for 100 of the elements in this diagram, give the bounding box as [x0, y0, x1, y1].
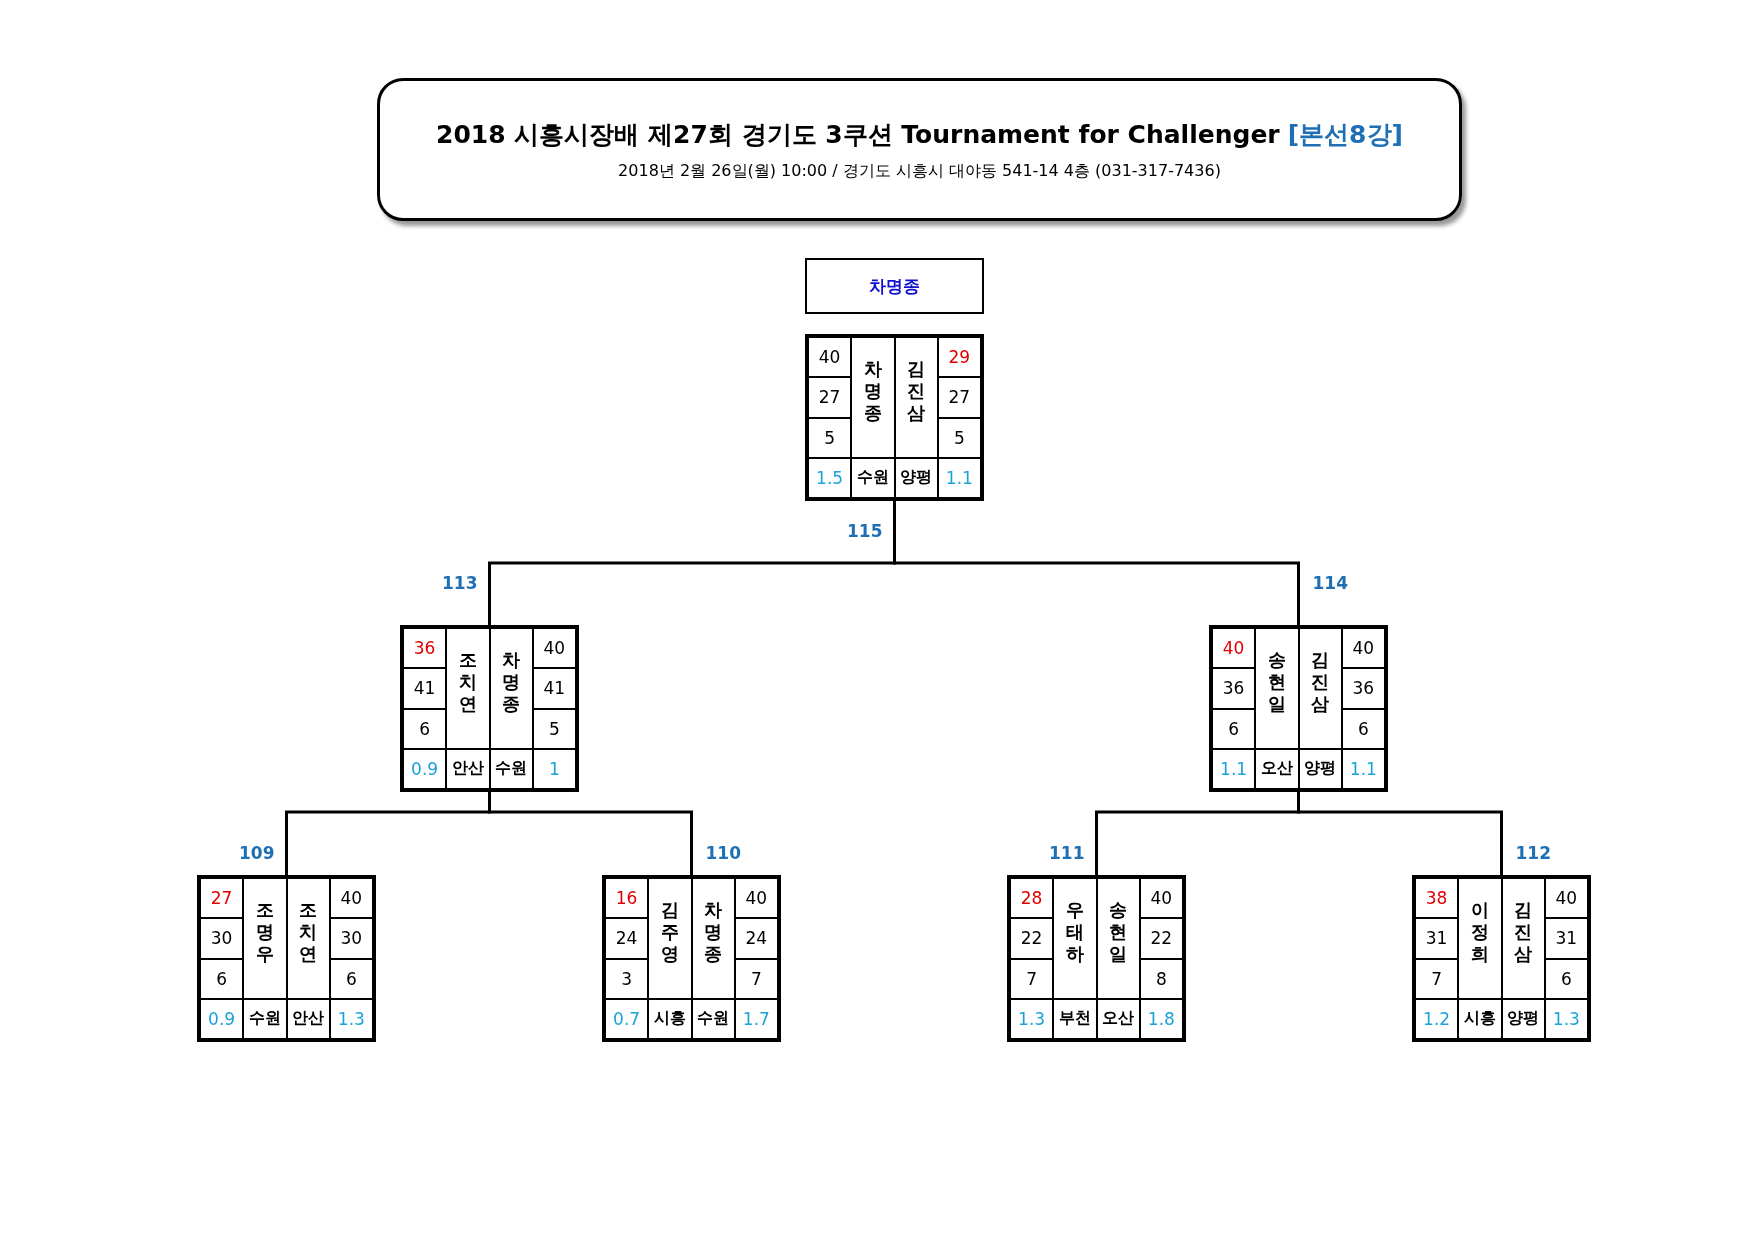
match-number: 115: [847, 521, 883, 541]
average-cell: 1.1: [1341, 748, 1385, 789]
score-cell: 6: [1544, 958, 1588, 999]
city-cell: 수원: [851, 457, 895, 498]
subtitle-text: 2018년 2월 26일(월) 10:00 / 경기도 시흥시 대야동 541-14 4층 (031-317-7436): [618, 160, 1221, 182]
average-cell: 1.8: [1139, 998, 1183, 1039]
city-cell: 오산: [1255, 748, 1299, 789]
match-table: [197, 875, 376, 1042]
score-cell: 6: [1341, 708, 1385, 749]
score-cell: 40: [532, 628, 576, 669]
city-cell: 수원: [489, 748, 533, 789]
score-cell: 31: [1544, 918, 1588, 959]
score-cell: 6: [1212, 708, 1256, 749]
city-cell: 부천: [1053, 998, 1097, 1039]
score-cell: 5: [937, 417, 981, 458]
player-name: 조치연: [457, 649, 478, 715]
winner-box: [805, 258, 984, 314]
score-cell: 8: [1139, 958, 1183, 999]
score-cell: 38: [1415, 878, 1459, 919]
city-cell: 수원: [243, 998, 287, 1039]
bracket-line: [1297, 792, 1503, 875]
score-cell: 30: [200, 918, 244, 959]
score-cell: 36: [403, 628, 447, 669]
player-name: 조명우: [254, 899, 275, 965]
score-cell: 27: [937, 377, 981, 418]
score-cell: 5: [532, 708, 576, 749]
average-cell: 1: [532, 748, 576, 789]
city-cell: 양평: [894, 457, 938, 498]
score-cell: 31: [1415, 918, 1459, 959]
score-cell: 27: [200, 878, 244, 919]
score-cell: 40: [1341, 628, 1385, 669]
city-cell: 오산: [1096, 998, 1140, 1039]
match-number: 110: [705, 843, 741, 863]
city-cell: 시흥: [648, 998, 692, 1039]
match-number: 113: [442, 573, 478, 593]
player-name: 김주영: [659, 899, 680, 965]
winner-name: 차명종: [869, 274, 920, 298]
match-number: 114: [1312, 573, 1348, 593]
score-cell: 40: [734, 878, 778, 919]
score-cell: 16: [605, 878, 649, 919]
city-cell: 안산: [286, 998, 330, 1039]
player-name: 차명종: [501, 649, 522, 715]
score-cell: 36: [1212, 668, 1256, 709]
score-cell: 41: [532, 668, 576, 709]
title-box: [377, 78, 1462, 221]
score-cell: 24: [605, 918, 649, 959]
score-cell: 6: [329, 958, 373, 999]
score-cell: 40: [808, 337, 852, 378]
match-table: [1412, 875, 1591, 1042]
match-table: [805, 334, 984, 501]
match-table: [1209, 625, 1388, 792]
score-cell: 40: [1139, 878, 1183, 919]
match-table: [602, 875, 781, 1042]
score-cell: 29: [937, 337, 981, 378]
city-cell: 양평: [1501, 998, 1545, 1039]
city-cell: 수원: [691, 998, 735, 1039]
average-cell: 1.3: [329, 998, 373, 1039]
score-cell: 22: [1139, 918, 1183, 959]
average-cell: 1.1: [937, 457, 981, 498]
city-cell: 안산: [446, 748, 490, 789]
round-label: [본선8강]: [1287, 119, 1403, 149]
average-cell: 1.1: [1212, 748, 1256, 789]
player-name: 김진삼: [906, 358, 927, 424]
average-cell: 1.2: [1415, 998, 1459, 1039]
player-name: 김진삼: [1310, 649, 1331, 715]
player-name: 송현일: [1108, 899, 1129, 965]
player-name: 차명종: [862, 358, 883, 424]
score-cell: 3: [605, 958, 649, 999]
average-cell: 0.7: [605, 998, 649, 1039]
score-cell: 7: [1010, 958, 1054, 999]
player-name: 김진삼: [1513, 899, 1534, 965]
score-cell: 24: [734, 918, 778, 959]
match-table: [1007, 875, 1186, 1042]
average-cell: 1.3: [1010, 998, 1054, 1039]
score-cell: 5: [808, 417, 852, 458]
player-name: 우태하: [1064, 899, 1085, 965]
score-cell: 28: [1010, 878, 1054, 919]
average-cell: 1.5: [808, 457, 852, 498]
bracket-line: [488, 792, 693, 875]
score-cell: 7: [734, 958, 778, 999]
player-name: 차명종: [703, 899, 724, 965]
score-cell: 22: [1010, 918, 1054, 959]
average-cell: 0.9: [403, 748, 447, 789]
city-cell: 시흥: [1458, 998, 1502, 1039]
score-cell: 40: [1212, 628, 1256, 669]
score-cell: 40: [1544, 878, 1588, 919]
player-name: 송현일: [1266, 649, 1287, 715]
title-text: 2018 시흥시장배 제27회 경기도 3쿠션 Tournament for Challenger: [436, 119, 1280, 149]
score-cell: 6: [403, 708, 447, 749]
score-cell: 40: [329, 878, 373, 919]
match-number: 111: [1049, 843, 1085, 863]
player-name: 이정희: [1469, 899, 1490, 965]
score-cell: 27: [808, 377, 852, 418]
score-cell: 6: [200, 958, 244, 999]
average-cell: 1.7: [734, 998, 778, 1039]
match-number: 109: [239, 843, 275, 863]
city-cell: 양평: [1298, 748, 1342, 789]
match-number: 112: [1515, 843, 1551, 863]
score-cell: 41: [403, 668, 447, 709]
score-cell: 36: [1341, 668, 1385, 709]
